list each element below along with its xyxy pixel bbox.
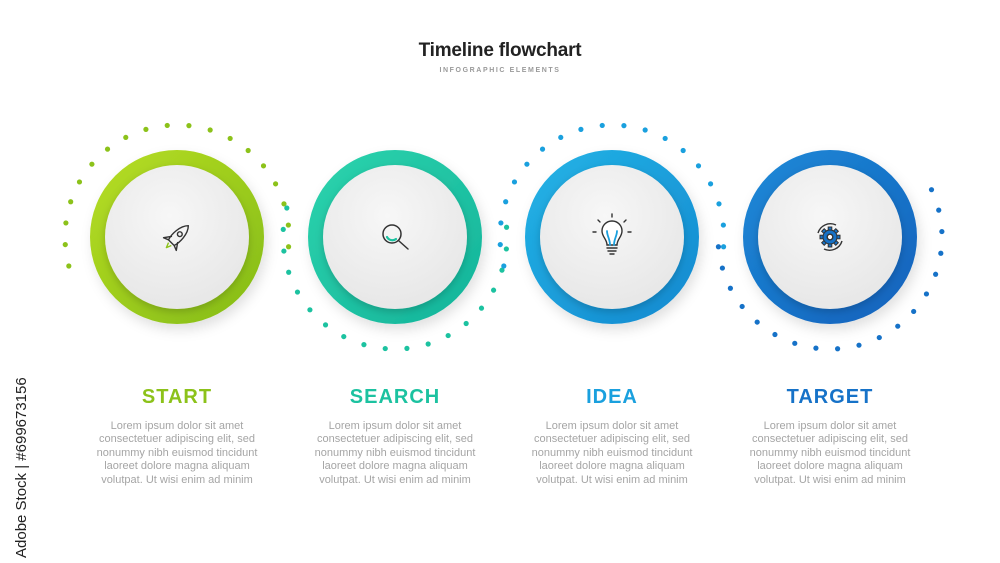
description-line: volutpat. Ut wisi enim ad minim — [101, 473, 253, 486]
description-line: nonummy nibh euismod tincidunt — [749, 446, 911, 459]
white-disc — [105, 165, 249, 309]
step-description-search: Lorem ipsum dolor sit amet consectetuer … — [295, 420, 495, 487]
description-line: volutpat. Ut wisi enim ad minim — [536, 473, 688, 486]
description-line: consectetuer adipiscing elit, sed — [99, 433, 255, 446]
description-line: laoreet dolore magna aliquam — [104, 460, 250, 473]
description-line: consectetuer adipiscing elit, sed — [752, 433, 908, 446]
description-line: nonummy nibh euismod tincidunt — [531, 446, 693, 459]
dotted-arc — [497, 122, 727, 269]
description-line: laoreet dolore magna aliquam — [322, 460, 468, 473]
step-title-start: START — [141, 386, 213, 408]
step-title-target: TARGET — [786, 386, 874, 408]
lightbulb-icon — [592, 213, 632, 255]
step-description-start: Lorem ipsum dolor sit amet consectetuer … — [77, 420, 277, 487]
diagram-title: Timeline flowchart — [418, 40, 582, 61]
stock-credit: Adobe Stock | #699673156 — [11, 330, 33, 560]
white-disc — [323, 165, 467, 309]
description-line: volutpat. Ut wisi enim ad minim — [754, 473, 906, 486]
description-line: laoreet dolore magna aliquam — [757, 460, 903, 473]
step-description-idea: Lorem ipsum dolor sit amet consectetuer … — [512, 420, 712, 487]
dotted-arc — [715, 187, 945, 352]
description-line: nonummy nibh euismod tincidunt — [96, 446, 258, 459]
step-node-idea — [497, 122, 727, 324]
description-line: Lorem ipsum dolor sit amet — [328, 420, 462, 432]
rocket-icon — [162, 224, 190, 252]
magnifier-icon — [382, 224, 409, 250]
dotted-arc — [62, 122, 292, 269]
description-line: consectetuer adipiscing elit, sed — [534, 433, 690, 446]
description-line: volutpat. Ut wisi enim ad minim — [319, 473, 471, 486]
stock-credit-text: Adobe Stock | #699673156 — [13, 377, 30, 558]
description-line: Lorem ipsum dolor sit amet — [763, 420, 897, 432]
description-line: nonummy nibh euismod tincidunt — [314, 446, 476, 459]
description-line: laoreet dolore magna aliquam — [539, 460, 685, 473]
description-line: Lorem ipsum dolor sit amet — [110, 420, 244, 432]
step-node-target — [715, 150, 945, 352]
dotted-arc — [280, 205, 510, 352]
step-title-idea: IDEA — [586, 386, 638, 408]
step-node-start — [62, 122, 292, 324]
step-title-search: SEARCH — [349, 386, 441, 408]
gear-icon — [817, 223, 843, 251]
step-description-target: Lorem ipsum dolor sit amet consectetuer … — [730, 420, 930, 487]
step-node-search — [280, 150, 510, 352]
description-line: Lorem ipsum dolor sit amet — [545, 420, 679, 432]
diagram-subtitle: INFOGRAPHIC ELEMENTS — [439, 67, 561, 74]
description-line: consectetuer adipiscing elit, sed — [317, 433, 473, 446]
